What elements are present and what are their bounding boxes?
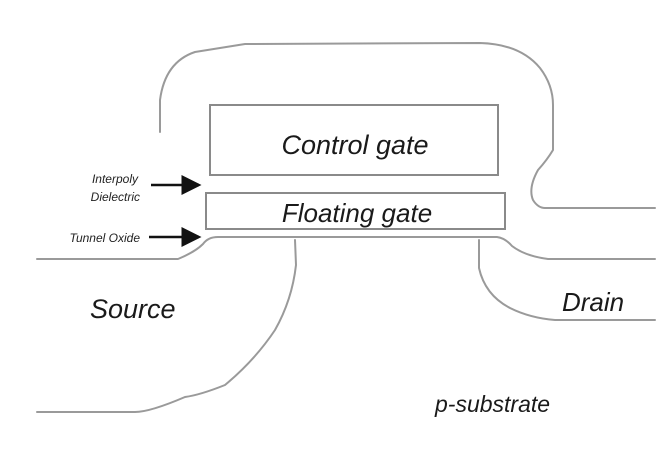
floating-gate-label: Floating gate (282, 198, 432, 228)
substrate-label: p-substrate (434, 391, 550, 417)
control-gate-box (209, 104, 499, 176)
tunnel-oxide-label: Tunnel Oxide (70, 231, 141, 245)
interpoly-label-line1: Interpoly (92, 172, 139, 186)
drain-label: Drain (562, 287, 624, 317)
drain-junction (478, 239, 656, 321)
source-junction (36, 239, 297, 413)
source-label: Source (90, 294, 176, 324)
control-gate-outline (159, 42, 656, 209)
floating-gate-box (205, 192, 506, 230)
interpoly-label-line2: Dielectric (91, 190, 140, 204)
control-gate-label: Control gate (281, 130, 428, 160)
substrate-surface-left (36, 236, 656, 260)
